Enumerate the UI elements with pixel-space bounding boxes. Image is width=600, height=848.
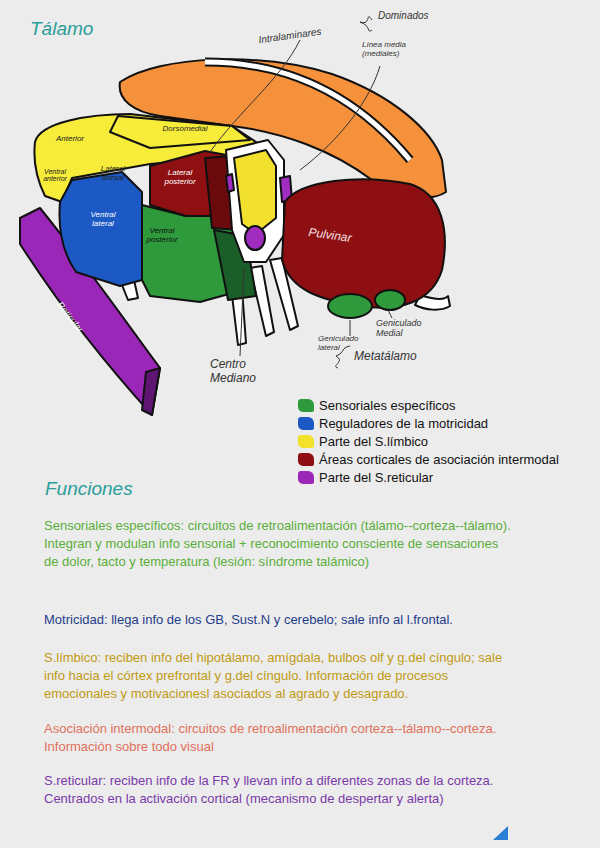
bracket [360,17,372,31]
function-text: Motricidad: llega info de los GB, Sust.N… [44,611,524,629]
legend-row: Sensoriales específicos [298,398,456,413]
callout-label: Centro Mediano [210,358,266,386]
reticular-piece [226,174,234,192]
nucleus-region: Dorsomedial [150,124,220,133]
dorsomedial-shape [110,116,250,148]
legend-text: Áreas corticales de asociación intermoda… [319,452,559,467]
leader-line [350,320,351,336]
legend-swatch [298,453,314,466]
legend-row: Parte del S.reticular [298,470,433,485]
callout-label: Intralaminares [258,18,378,46]
corner-mark [493,826,508,840]
ventral-lateral-shape [60,172,142,286]
nucleus-label: Ventral lateral [80,210,126,228]
callout-label: Metatálamo [354,350,434,364]
nucleus-label: Ventral anterior [40,168,70,182]
title: Tálamo [30,18,93,40]
callout-label: Línea media (mediales) [362,40,428,58]
nucleus-label: Ventral posterior [142,226,182,244]
legend-row: Reguladores de la motricidad [298,416,488,431]
leader-line [210,40,300,152]
function-text: S.reticular: reciben info de la FR y lle… [44,772,514,808]
internal-lamina [226,140,284,262]
midline-shape [234,150,276,234]
nucleus-label: Dorsomedial [150,124,220,133]
callout-label: Dominados [378,10,458,22]
function-text: Asociación intermodal: circuitos de retr… [44,720,514,756]
pulvinar-shape [282,179,445,307]
function-text: S.límbico: reciben info del hipotálamo, … [44,649,514,703]
leader-line [300,66,380,170]
nucleus-region: Ventral posterior [142,226,182,244]
section-heading: Funciones [45,478,245,500]
nucleus-region: Ventral anterior [40,168,70,182]
function-text: Sensoriales específicos: circuitos de re… [44,517,514,571]
reticular-end [142,368,160,415]
legend-text: Sensoriales específicos [319,398,456,413]
legend-text: Parte del S.límbico [319,434,428,449]
legend-swatch [298,435,314,448]
legend-text: Parte del S.reticular [319,470,433,485]
legend-swatch [298,399,314,412]
legend-swatch [298,471,314,484]
geniculate-shape [375,290,405,310]
legend-row: Áreas corticales de asociación intermoda… [298,452,559,467]
nucleus-region: Anterior [48,134,92,143]
centromedian-shape [245,226,265,250]
legend-swatch [298,417,314,430]
nucleus-label: Anterior [48,134,92,143]
nucleus-region: Ventral lateral [80,210,126,228]
nucleus-region: Lateral dorsal [90,164,136,182]
nucleus-label: Lateral posterior [158,168,202,186]
nucleus-label: Lateral dorsal [90,164,136,182]
nucleus-region: Lateral posterior [158,168,202,186]
geniculate-shape [328,294,372,318]
legend-text: Reguladores de la motricidad [319,416,488,431]
leader-line [388,310,392,318]
leader-line [240,268,244,356]
legend-row: Parte del S.límbico [298,434,428,449]
callout-label: Geniculado Medial [376,318,436,339]
